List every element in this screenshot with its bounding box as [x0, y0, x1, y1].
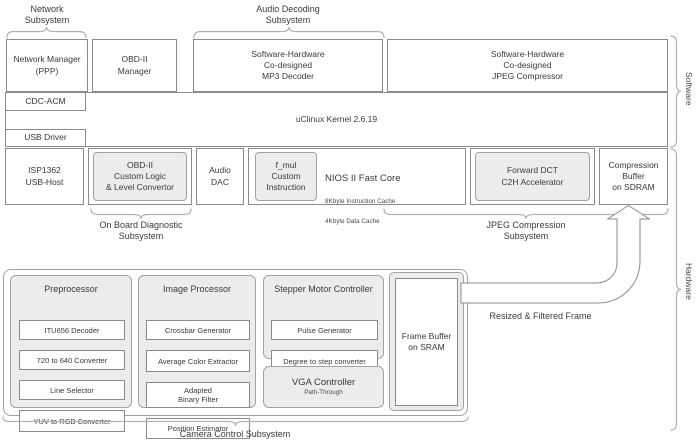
image-processor-title: Image Processor [162, 284, 232, 294]
nios-data-cache-label: 4Kbyte Data Cache [325, 217, 380, 225]
software-side-brace [670, 35, 682, 148]
obd-subsystem-brace [90, 208, 192, 220]
adapted-binary-filter-box: Adapted Binary Filter [146, 382, 250, 409]
yuv-to-rgb-converter-box: YUV to RGB Converter [19, 410, 125, 433]
compression-buffer-box: Compression Buffer on SDRAM [599, 148, 668, 205]
obdii-custom-logic-box: OBD-II Custom Logic & Level Convertor [93, 152, 187, 201]
jpeg-compression-label: JPEG Compression Subsystem [486, 220, 566, 242]
itu656-decoder-box: ITU656 Decoder [19, 320, 125, 341]
obdii-manager-box: OBD-II Manager [92, 39, 177, 92]
nios-core-container: f_mul Custom Instruction NIOS II Fast Co… [248, 148, 466, 225]
audio-subsystem-brace [193, 26, 385, 39]
uclinux-kernel-band: uClinux Kernel 2.6.19 [5, 92, 668, 147]
vga-controller-box: VGA Controller Path-Through [263, 366, 384, 408]
vga-path-through-label: Path-Through [304, 389, 343, 397]
on-board-diagnostic-label: On Board Diagnostic Subsystem [99, 220, 183, 242]
obdii-custom-logic-container: OBD-II Custom Logic & Level Convertor [88, 148, 192, 205]
average-color-extractor-box: Average Color Extractor [146, 350, 250, 373]
network-subsystem-brace [6, 26, 87, 39]
image-processor-box: Image Processor Crossbar Generator Avera… [138, 275, 256, 440]
stepper-motor-controller-box: Stepper Motor Controller Pulse Generator… [263, 275, 384, 373]
f-mul-custom-instruction-box: f_mul Custom Instruction [255, 152, 317, 201]
network-manager-box: Network Manager (PPP) [6, 39, 88, 92]
hardware-side-label: Hardware [684, 263, 694, 300]
forward-dct-container: Forward DCT C2H Accelerator [470, 148, 595, 205]
720-to-640-converter-box: 720 to 640 Converter [19, 350, 125, 371]
vga-controller-title: VGA Controller [291, 376, 356, 388]
frame-buffer-box: Frame Buffer on SRAM [395, 278, 458, 406]
isp1362-usb-host-box: ISP1362 USB-Host [5, 148, 84, 205]
camera-control-subsystem-label: Camera Control Subsystem [179, 429, 291, 439]
hardware-side-brace [670, 148, 682, 431]
mp3-decoder-box: Software-Hardware Co-designed MP3 Decode… [193, 39, 383, 92]
software-side-label: Software [684, 72, 694, 106]
nios-core-title: NIOS II Fast Core [325, 173, 401, 185]
usb-driver-box: USB Driver [5, 129, 86, 147]
preprocessor-title: Preprocessor [44, 284, 98, 294]
line-selector-box: Line Selector [19, 380, 125, 401]
jpeg-compressor-box: Software-Hardware Co-designed JPEG Compr… [387, 39, 668, 92]
nios-instruction-cache-label: 8Kbyte Instruction Cache [325, 198, 396, 206]
stepper-motor-controller-title: Stepper Motor Controller [274, 284, 373, 294]
crossbar-generator-box: Crossbar Generator [146, 320, 250, 341]
cdc-acm-box: CDC-ACM [5, 92, 86, 111]
resized-filtered-frame-label: Resized & Filtered Frame [489, 311, 592, 321]
forward-dct-accelerator-box: Forward DCT C2H Accelerator [475, 152, 590, 201]
network-subsystem-label: Network Subsystem [24, 4, 70, 26]
nios-core-text: NIOS II Fast Core 8Kbyte Instruction Cac… [325, 162, 460, 238]
pulse-generator-box: Pulse Generator [271, 320, 378, 341]
audio-decoding-subsystem-label: Audio Decoding Subsystem [256, 4, 320, 26]
audio-dac-box: Audio DAC [196, 148, 244, 205]
preprocessor-box: Preprocessor ITU656 Decoder 720 to 640 C… [10, 275, 132, 433]
frame-buffer-container: Frame Buffer on SRAM [389, 272, 464, 411]
